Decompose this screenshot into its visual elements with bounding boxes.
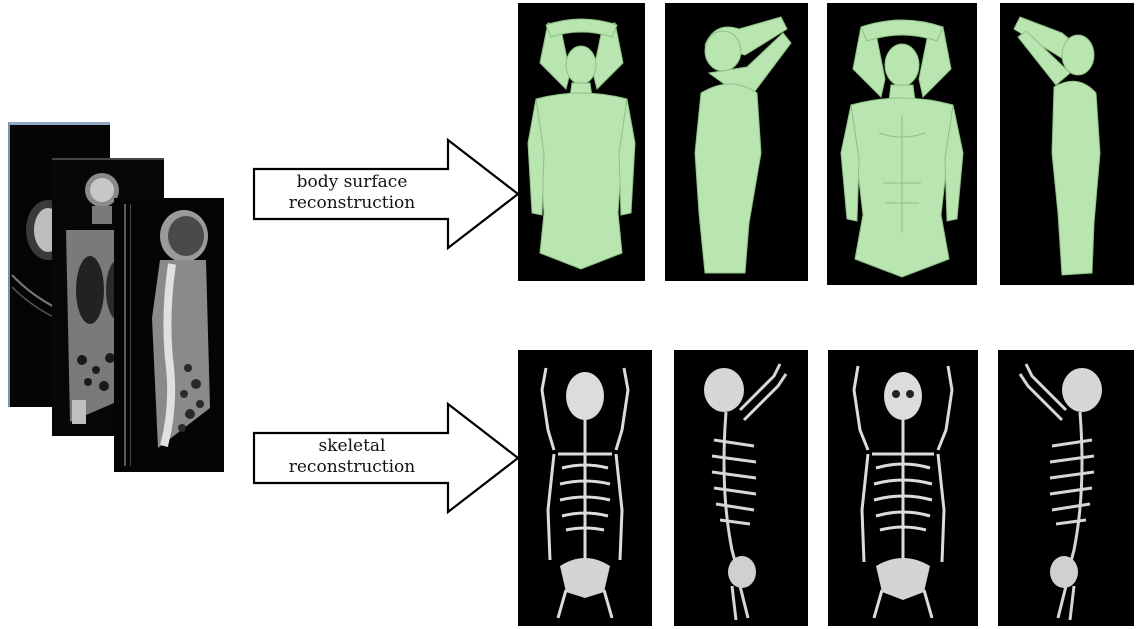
body-surface-right-side-image — [1000, 3, 1134, 285]
body-surface-back-image — [518, 3, 645, 281]
skeleton-front-image — [828, 350, 978, 626]
body-surface-front-image — [827, 3, 977, 285]
body-surface-left-side-view — [665, 3, 808, 281]
body-surface-label-line2: reconstruction — [262, 193, 442, 214]
skeletal-label-line2: reconstruction — [262, 457, 442, 478]
skeletal-arrow-label: skeletal reconstruction — [262, 436, 442, 478]
body-surface-arrow-label: body surface reconstruction — [262, 172, 442, 214]
body-surface-front-view — [827, 3, 977, 285]
body-surface-label-line1: body surface — [262, 172, 442, 193]
skeletal-label-line1: skeletal — [262, 436, 442, 457]
skeleton-right-side-image — [998, 350, 1134, 626]
ct-slice-sagittal-image — [114, 198, 224, 472]
body-surface-back-view — [518, 3, 645, 281]
ct-slice-sagittal — [114, 198, 224, 472]
skeleton-right-side-view — [998, 350, 1134, 626]
skeleton-front-view — [828, 350, 978, 626]
body-surface-left-side-image — [665, 3, 808, 281]
skeleton-back-view — [518, 350, 652, 626]
skeleton-left-side-image — [674, 350, 808, 626]
skeleton-left-side-view — [674, 350, 808, 626]
skeleton-back-image — [518, 350, 652, 626]
body-surface-right-side-view — [1000, 3, 1134, 285]
